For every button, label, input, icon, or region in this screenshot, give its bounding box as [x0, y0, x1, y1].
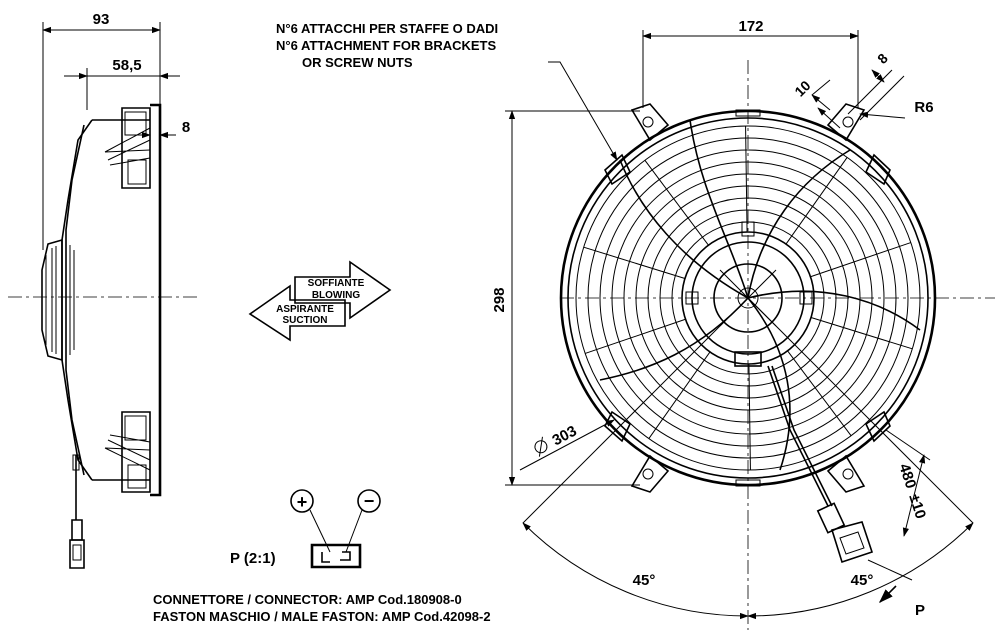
grille-ring	[611, 161, 885, 435]
grille-spoke	[585, 318, 686, 354]
connector-code-line: CONNETTORE / CONNECTOR: AMP Cod.180908-0	[153, 592, 462, 607]
dim-cable-label: 480	[895, 462, 919, 491]
detail-scale-label: P (2:1)	[230, 550, 276, 567]
connector-detail: + − P (2:1) CONNETTORE / CONNECTOR: AMP …	[153, 489, 491, 624]
dim-slot-length-label: 10	[791, 77, 813, 99]
blowing-arrow	[294, 260, 392, 320]
bracket-top	[121, 107, 151, 189]
side-view: 93 58,5 8	[8, 11, 200, 569]
grille-spoke	[748, 363, 751, 470]
front-view: 172 8 10 R6 298 303 480 ±10	[491, 18, 995, 630]
plus-terminal-icon	[290, 489, 314, 513]
dim-diameter-label: 303	[550, 422, 580, 449]
dim-cable-tol-label: ±10	[905, 492, 929, 521]
blowing-label-it: SOFFIANTE	[308, 278, 365, 289]
suction-label-it: ASPIRANTE	[276, 304, 334, 315]
note-line-1: N°6 ATTACCHI PER STAFFE O DADI	[276, 21, 498, 36]
detail-arrow	[878, 585, 897, 604]
dim-flange-label: 8	[182, 119, 190, 136]
dim-height-label: 298	[491, 287, 508, 312]
grille-ring	[623, 173, 873, 423]
connector-pinout-icon	[310, 543, 362, 569]
note-line-2: N°6 ATTACHMENT FOR BRACKETS	[276, 38, 496, 53]
dim-bracket-span-label: 172	[738, 18, 763, 35]
dim-overall-label: 93	[93, 11, 110, 28]
angle-left-label: 45°	[633, 572, 656, 589]
grille-spoke	[583, 246, 686, 279]
mounting-lugs	[604, 103, 891, 493]
grille-ring	[659, 209, 837, 387]
grille-spoke	[810, 317, 913, 350]
grille-spoke	[644, 159, 709, 246]
attachment-note: N°6 ATTACCHI PER STAFFE O DADI N°6 ATTAC…	[276, 21, 618, 161]
front-connector	[830, 521, 874, 564]
angle-arc-right	[747, 522, 974, 620]
grille-ring	[599, 149, 897, 447]
note-leader	[548, 61, 618, 161]
shroud-outline	[150, 103, 162, 497]
note-line-3: OR SCREW NUTS	[302, 55, 413, 70]
grille-ring	[587, 137, 909, 459]
side-connector	[71, 519, 83, 541]
grille-ring	[635, 185, 861, 411]
airflow-indicator: SOFFIANTE BLOWING ASPIRANTE SUCTION	[248, 260, 392, 342]
angle-arc-left	[522, 522, 749, 620]
motor-hub	[681, 231, 815, 365]
dim-diameter-leader	[519, 419, 615, 471]
dim-radius-label: R6	[914, 99, 933, 116]
grille-spoke	[787, 350, 852, 437]
dim-slot-width-label: 8	[874, 50, 891, 67]
front-cable	[767, 365, 829, 507]
grille-ring	[647, 197, 849, 399]
suction-label-en: SUCTION	[283, 315, 328, 326]
blowing-label-en: BLOWING	[312, 290, 361, 301]
outer-ring	[559, 109, 937, 487]
minus-symbol: −	[364, 491, 375, 511]
faston-code-line: FASTON MASCHIO / MALE FASTON: AMP Cod.42…	[153, 609, 491, 624]
grille-spoke	[745, 126, 748, 233]
bracket-bottom	[121, 411, 151, 493]
angle-right-label: 45°	[851, 572, 874, 589]
grille-spoke	[810, 242, 911, 278]
dim-depth-label: 58,5	[112, 57, 141, 74]
minus-terminal-icon	[357, 489, 381, 513]
suction-arrow	[248, 284, 346, 342]
grille-spokes	[583, 126, 913, 470]
detail-marker-label: P	[915, 602, 925, 619]
hub-connector-block	[734, 351, 762, 367]
grille-spoke	[648, 351, 711, 439]
grille-rings	[587, 137, 909, 459]
grille-spoke	[785, 157, 848, 245]
motor-housing	[41, 238, 63, 362]
plus-symbol: +	[297, 492, 308, 512]
